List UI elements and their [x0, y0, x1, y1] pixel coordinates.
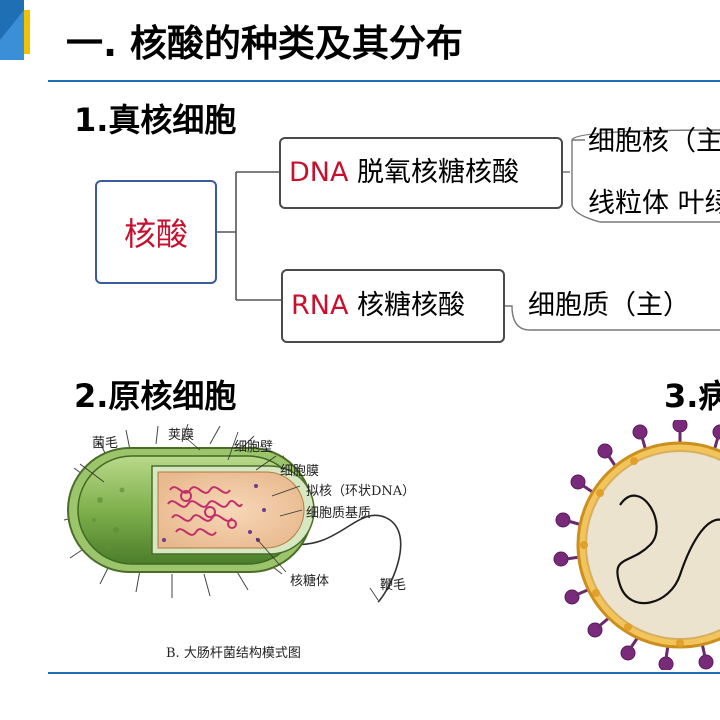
dna-location-1: 细胞核（主 — [588, 126, 720, 157]
bacteria-label-ribosome: 核糖体 — [290, 574, 330, 589]
section-prokaryote-heading: 2.原核细胞 — [74, 377, 237, 415]
bacteria-label-capsule: 荚膜 — [168, 428, 195, 443]
mindmap-connectors — [217, 129, 720, 331]
bacteria-label-cell-membrane: 细胞膜 — [280, 464, 320, 479]
bacteria-label-cell-wall: 细胞壁 — [234, 440, 274, 455]
mindmap-dna-abbr: DNA — [289, 157, 349, 188]
bacteria-label-flagellum: 鞭毛 — [380, 578, 407, 593]
rna-location-1: 细胞质（主） — [528, 290, 690, 321]
mindmap-rna-text: RNA 核糖核酸 — [291, 288, 465, 324]
mindmap-rna-name: 核糖核酸 — [348, 290, 466, 321]
virus-spike-ring — [553, 420, 720, 670]
bottom-divider — [48, 672, 720, 674]
mindmap-root-label: 核酸 — [123, 215, 188, 253]
corner-decoration-graphic — [0, 0, 30, 60]
page-title: 一. 核酸的种类及其分布 — [66, 22, 463, 65]
section-virus-heading: 3.病 — [664, 377, 720, 415]
corner-decoration — [0, 0, 32, 60]
bacteria-label-pili: 菌毛 — [92, 436, 119, 451]
title-underline — [48, 80, 720, 82]
mindmap-rna-abbr: RNA — [291, 290, 349, 321]
mindmap-dna-box: DNA 脱氧核糖核酸 — [279, 137, 563, 209]
section-eukaryote-heading: 1.真核细胞 — [74, 101, 237, 139]
bacteria-caption: B. 大肠杆菌结构模式图 — [166, 646, 301, 661]
bacteria-label-cytoplasm-matrix: 细胞质基质 — [306, 506, 372, 521]
dna-location-2: 线粒体 叶绿 — [588, 188, 720, 219]
bacteria-illustration — [63, 423, 402, 603]
mindmap-dna-name: 脱氧核糖核酸 — [348, 157, 520, 188]
bacteria-label-nucleoid: 拟核（环状DNA） — [306, 484, 416, 499]
mindmap-root-box: 核酸 — [95, 180, 217, 284]
virus-illustration — [553, 420, 720, 670]
mindmap-rna-box: RNA 核糖核酸 — [281, 269, 505, 343]
mindmap-dna-text: DNA 脱氧核糖核酸 — [289, 155, 519, 191]
